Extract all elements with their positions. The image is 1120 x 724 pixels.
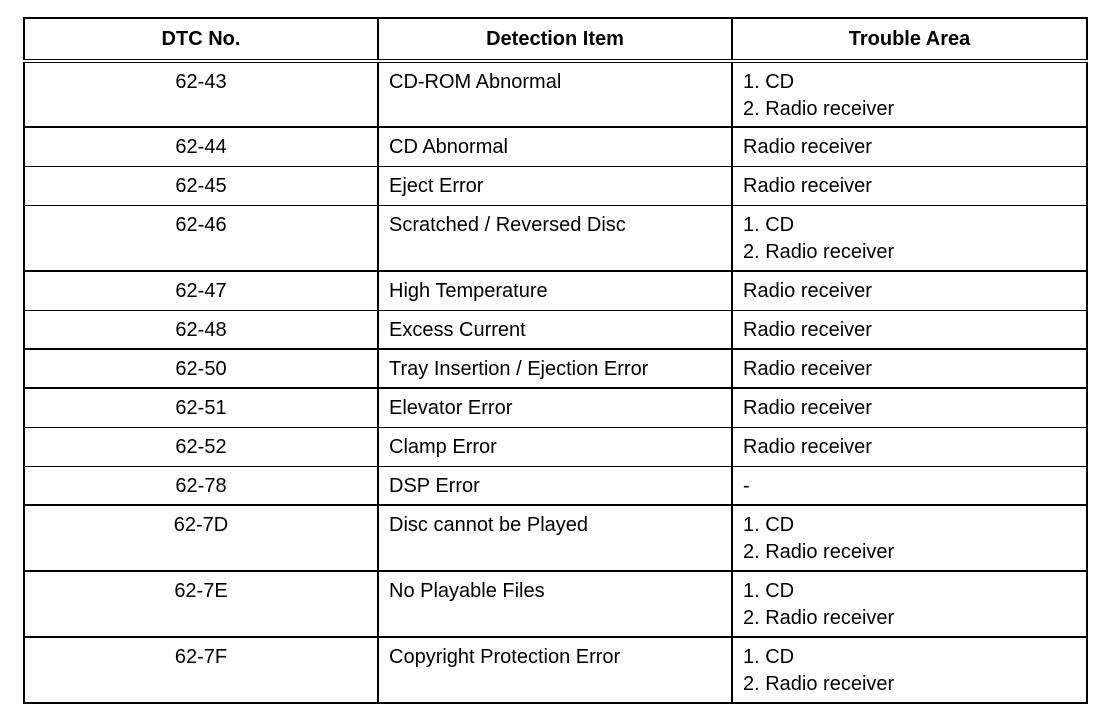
dtc-code-cell: 62-7D [23,505,379,572]
detection-item-cell: High Temperature [377,271,733,311]
dtc-code-cell: 62-45 [23,166,379,206]
detection-item-cell: Tray Insertion / Ejection Error [377,349,733,389]
header-dtc-no: DTC No. [23,18,379,63]
detection-item-cell: Eject Error [377,166,733,206]
detection-item-cell: CD-ROM Abnormal [377,61,733,128]
dtc-code-cell: 62-47 [23,271,379,311]
trouble-area-cell: Radio receiver [731,127,1088,167]
trouble-area-cell: Radio receiver [731,388,1088,428]
trouble-area-cell: Radio receiver [731,271,1088,311]
trouble-area-line: Radio receiver [743,358,872,380]
trouble-area-line: 1. CD [743,580,795,602]
detection-item-cell: CD Abnormal [377,127,733,167]
dtc-code-cell: 62-44 [23,127,379,167]
trouble-area-cell: 1. CD 2. Radio receiver [731,571,1088,638]
dtc-code-cell: 62-43 [23,61,379,128]
dtc-code-cell: 62-51 [23,388,379,428]
trouble-area-line: 2. Radio receiver [743,607,895,629]
trouble-area-cell: Radio receiver [731,310,1088,350]
detection-item-cell: Disc cannot be Played [377,505,733,572]
trouble-area-line: Radio receiver [743,318,872,341]
trouble-area-cell: 1. CD 2. Radio receiver [731,205,1088,272]
trouble-area-line: 1. CD [743,514,795,536]
trouble-area-line: Radio receiver [743,280,872,302]
dtc-code-cell: 62-7F [23,637,379,704]
table-header: DTC No. Detection Item Trouble Area [23,18,1088,63]
dtc-code-cell: 62-7E [23,571,379,638]
dtc-code-cell: 62-52 [23,427,379,467]
dtc-code-cell: 62-46 [23,205,379,272]
dtc-code-cell: 62-50 [23,349,379,389]
trouble-area-line: 1. CD [743,213,795,236]
trouble-area-cell: 1. CD 2. Radio receiver [731,637,1088,704]
detection-item-cell: Elevator Error [377,388,733,428]
dtc-code-cell: 62-48 [23,310,379,350]
trouble-area-line: Radio receiver [743,174,872,197]
trouble-area-line: - [743,474,750,497]
trouble-area-cell: 1. CD 2. Radio receiver [731,505,1088,572]
detection-item-cell: Scratched / Reversed Disc [377,205,733,272]
trouble-area-line: Radio receiver [743,435,872,458]
detection-item-cell: No Playable Files [377,571,733,638]
trouble-area-cell: 1. CD 2. Radio receiver [731,61,1088,128]
detection-item-cell: Clamp Error [377,427,733,467]
header-row: DTC No. Detection Item Trouble Area [23,18,1088,63]
trouble-area-cell: Radio receiver [731,427,1088,467]
trouble-area-cell: Radio receiver [731,349,1088,389]
detection-item-cell: DSP Error [377,466,733,506]
trouble-area-line: 2. Radio receiver [743,98,895,120]
trouble-area-line: 1. CD [743,71,795,93]
dtc-table: DTC No. Detection Item Trouble Area 62-4… [23,17,1088,704]
dtc-code-cell: 62-78 [23,466,379,506]
trouble-area-line: 2. Radio receiver [743,673,895,695]
trouble-area-cell: - [731,466,1088,506]
trouble-area-line: 1. CD [743,646,795,668]
trouble-area-line: 2. Radio receiver [743,541,895,563]
trouble-area-line: Radio receiver [743,136,872,158]
detection-item-cell: Copyright Protection Error [377,637,733,704]
header-trouble-area: Trouble Area [731,18,1088,63]
trouble-area-line: Radio receiver [743,397,872,419]
trouble-area-line: 2. Radio receiver [743,240,895,263]
detection-item-cell: Excess Current [377,310,733,350]
trouble-area-cell: Radio receiver [731,166,1088,206]
header-detection-item: Detection Item [377,18,733,63]
